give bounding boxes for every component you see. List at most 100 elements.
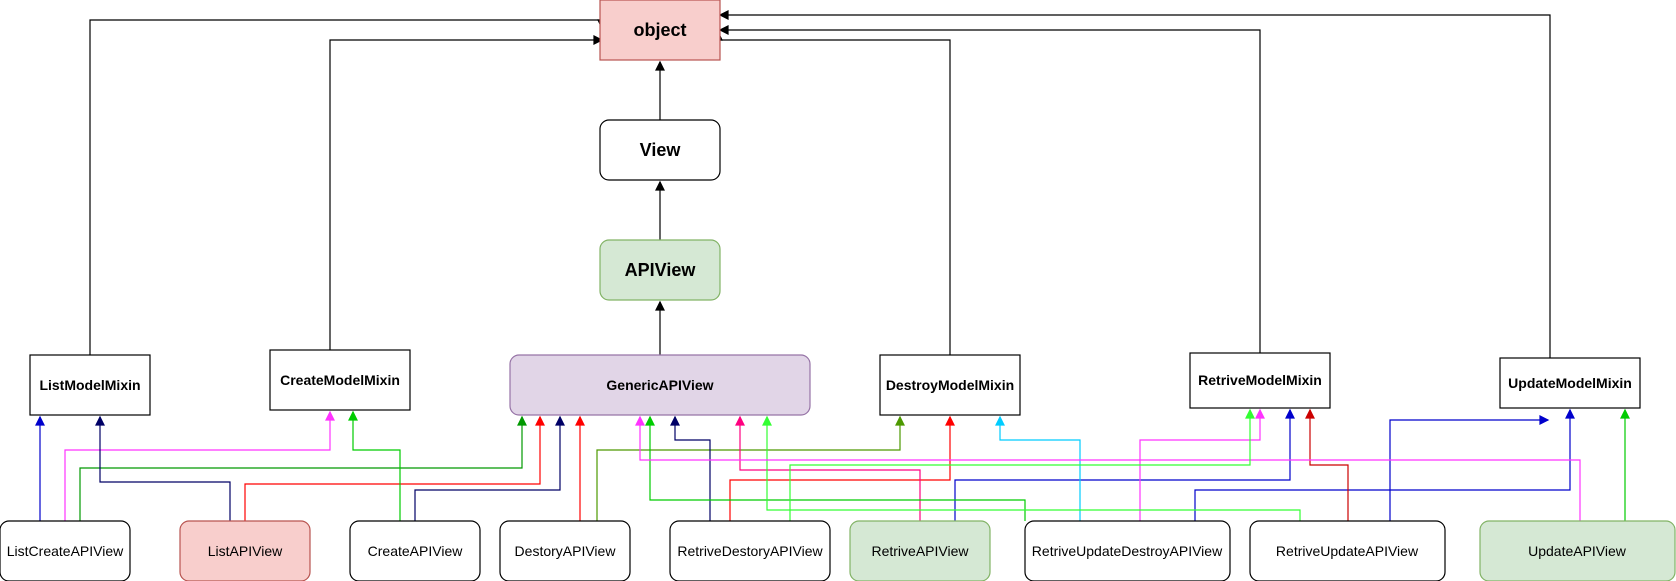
edge-object-to-view-arrowhead [655,60,665,71]
edge-retrivemodelmixin-to-object [720,29,1261,353]
edge-destory-to-destroymodelmixin [596,417,901,521]
node-retrivemodelmixin[interactable]: RetriveModelMixin [1189,352,1331,409]
edge-rua-to-updatemodelmixin [1389,419,1548,521]
edge-createapi-to-generic-arrowhead [555,415,565,426]
node-updateapiview-box [1479,520,1676,581]
edge-listmodelmixin-to-object [89,19,603,355]
node-destoryapiview-label: DestoryAPIView [515,543,617,559]
edge-destroymodelmixin-to-object [717,32,951,355]
edge-listcreate-to-generic-green-arrowhead [1245,408,1255,419]
node-retriveupdateapiview-label: RetriveUpdateAPIView [1276,543,1419,559]
node-retriveupdatedestroyapiview[interactable]: RetriveUpdateDestroyAPIView [1024,520,1231,581]
edge-createapi-to-generic [414,417,561,521]
node-genericapiview[interactable]: GenericAPIView [509,354,811,416]
edge-updateapi-to-updatemodelmixin-arrowhead [1620,408,1630,419]
node-createmodelmixin-box [269,349,411,411]
node-retriveapiview-label: RetriveAPIView [871,543,969,559]
node-listcreateapiview[interactable]: ListCreateAPIView [0,520,131,581]
node-listapiview[interactable]: ListAPIView [179,520,311,581]
edge-listapi-to-listmodelmixin [99,417,231,521]
node-createapiview[interactable]: CreateAPIView [349,520,481,581]
node-retrivemodelmixin-label: RetriveModelMixin [1198,372,1322,388]
edge-createmodelmixin-to-object-arrowhead [593,35,604,45]
edge-rua-to-retrivemodelmixin-arrowhead [1305,408,1315,419]
node-createmodelmixin[interactable]: CreateModelMixin [269,349,411,411]
edge-createapi-to-createmodelmixin [352,412,401,521]
node-listcreateapiview-box [0,520,131,581]
edge-updatemodelmixin-to-object [720,14,1551,358]
inheritance-edges [35,10,1630,521]
edge-updatemodelmixin-to-object-arrowhead [718,10,729,20]
edge-listcreate-to-createmodelmixin-arrowhead [325,410,335,421]
edge-createmodelmixin-to-object [329,39,602,350]
node-destroymodelmixin[interactable]: DestroyModelMixin [879,354,1021,416]
edge-view-to-apiview-arrowhead [655,180,665,191]
node-retrivemodelmixin-box [1189,352,1331,409]
edge-rud-to-destroymodelmixin-arrowhead [995,415,1005,426]
edge-retriveapi-to-generic [739,417,921,521]
node-createapiview-label: CreateAPIView [368,543,464,559]
edge-rud-to-retrivemodelmixin [1139,410,1261,521]
edge-retriveapi-to-generic-arrowhead [735,415,745,426]
node-listapiview-box [179,520,311,581]
node-view-label: View [640,140,682,160]
edge-destory-to-destroymodelmixin-arrowhead [895,415,905,426]
edge-listcreate-to-generic-arrowhead [517,415,527,426]
node-listcreateapiview-label: ListCreateAPIView [7,543,124,559]
node-view-box [599,119,721,181]
edge-retdestory-to-generic [674,417,711,521]
edge-listcreate-to-createmodelmixin [64,412,331,521]
edge-listcreate-to-listmodelmixin-arrowhead [35,415,45,426]
node-createapiview-box [349,520,481,581]
node-retriveupdateapiview-box [1249,520,1446,581]
node-genericapiview-label: GenericAPIView [606,377,713,393]
edge-updateapi-to-generic [639,417,1581,521]
node-view[interactable]: View [599,119,721,181]
node-listmodelmixin-box [29,354,151,416]
edge-listcreate-to-generic [79,417,523,521]
node-destroymodelmixin-label: DestroyModelMixin [886,377,1014,393]
edge-updateapi-to-generic-arrowhead [635,415,645,426]
edge-retrivemodelmixin-to-object-arrowhead [718,25,729,35]
node-listmodelmixin[interactable]: ListModelMixin [29,354,151,416]
edge-rua-to-generic [766,417,1301,521]
node-listapiview-label: ListAPIView [208,543,283,559]
node-apiview-label: APIView [625,260,697,280]
node-updatemodelmixin-box [1499,357,1641,409]
node-retriveapiview-box [849,520,991,581]
edge-rua-to-generic-arrowhead [762,415,772,426]
node-updatemodelmixin-label: UpdateModelMixin [1508,375,1632,391]
node-retriveupdatedestroyapiview-label: RetriveUpdateDestroyAPIView [1032,543,1223,559]
node-retriveapiview[interactable]: RetriveAPIView [849,520,991,581]
node-updatemodelmixin[interactable]: UpdateModelMixin [1499,357,1641,409]
edge-listcreate-to-generic-green [789,410,1251,521]
node-object-label: object [633,20,686,40]
edge-retriveapi-to-retrivemodelmixin-arrowhead [1285,408,1295,419]
node-listmodelmixin-label: ListModelMixin [39,377,140,393]
node-retriveupdatedestroyapiview-box [1024,520,1231,581]
edge-rud-to-generic [649,417,1026,521]
node-destoryapiview-box [499,520,631,581]
node-retriveupdateapiview[interactable]: RetriveUpdateAPIView [1249,520,1446,581]
node-updateapiview[interactable]: UpdateAPIView [1479,520,1676,581]
edge-listapi-to-listmodelmixin-arrowhead [95,415,105,426]
node-retrivedestoryapiview-box [669,520,831,581]
node-createmodelmixin-label: CreateModelMixin [280,372,400,388]
edge-apiview-to-genericapiview-arrowhead [655,300,665,311]
edge-createapi-to-createmodelmixin-arrowhead [348,410,358,421]
node-apiview-box [599,239,721,301]
node-apiview[interactable]: APIView [599,239,721,301]
edge-rud-to-retrivemodelmixin-arrowhead [1255,408,1265,419]
node-updateapiview-label: UpdateAPIView [1528,543,1627,559]
edge-retdestory-to-generic-arrowhead [670,415,680,426]
edge-rud-to-updatemodelmixin [1194,410,1571,521]
edge-rud-to-updatemodelmixin-arrowhead [1565,408,1575,419]
edge-rua-to-retrivemodelmixin [1309,410,1349,521]
node-retrivedestoryapiview-label: RetriveDestoryAPIView [677,543,823,559]
edge-destory-to-generic-arrowhead [575,415,585,426]
node-object[interactable]: object [599,0,721,61]
node-retrivedestoryapiview[interactable]: RetriveDestoryAPIView [669,520,831,581]
edge-rud-to-generic-arrowhead [645,415,655,426]
node-destoryapiview[interactable]: DestoryAPIView [499,520,631,581]
